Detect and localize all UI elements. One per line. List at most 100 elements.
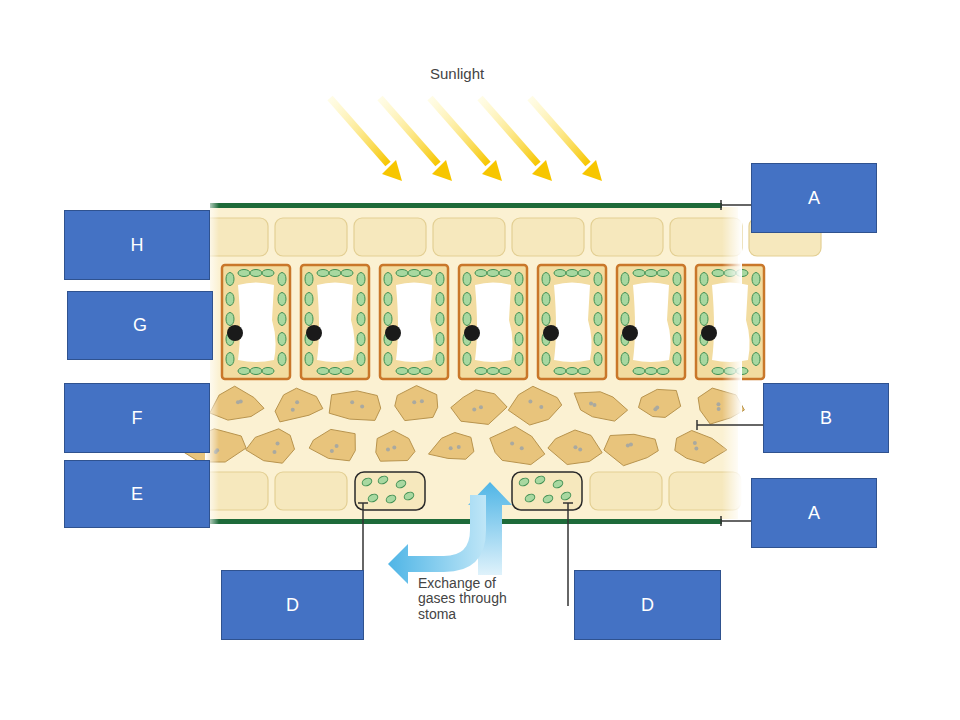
leader-lines xyxy=(358,200,763,606)
chloroplast xyxy=(673,313,681,326)
chloroplast xyxy=(238,270,250,277)
chloroplast xyxy=(396,368,408,375)
chloroplast xyxy=(673,353,681,366)
spongy-cell xyxy=(639,389,681,417)
guard-cell xyxy=(512,472,582,510)
callout-letter: A xyxy=(808,503,820,524)
cell-dot xyxy=(573,445,577,449)
chloroplast xyxy=(752,353,760,366)
cell-dot xyxy=(510,442,514,446)
cell-dot xyxy=(412,400,416,404)
epidermis-cell xyxy=(354,218,426,256)
sun-ray xyxy=(530,98,602,181)
palisade-cell xyxy=(222,265,290,379)
gas-out-arrow xyxy=(388,495,486,584)
chloroplast xyxy=(408,368,420,375)
sun-ray-head xyxy=(532,160,552,181)
chloroplast xyxy=(673,273,681,286)
vacuole xyxy=(396,283,434,363)
chloroplast xyxy=(361,477,373,488)
cell-dot xyxy=(272,450,276,454)
chloroplast xyxy=(542,494,554,505)
chloroplast xyxy=(463,273,471,286)
chloroplast xyxy=(305,353,313,366)
cell-dot xyxy=(472,408,476,412)
chloroplast xyxy=(499,368,511,375)
chloroplast xyxy=(317,270,329,277)
chloroplast xyxy=(552,479,564,490)
chloroplast xyxy=(645,270,657,277)
cell-dot xyxy=(276,442,280,446)
chloroplast xyxy=(657,270,669,277)
chloroplast xyxy=(384,353,392,366)
label-box: F xyxy=(64,383,210,453)
callout-letter: A xyxy=(808,188,820,209)
chloroplast xyxy=(278,313,286,326)
chloroplast xyxy=(341,368,353,375)
chloroplast xyxy=(487,368,499,375)
chloroplast xyxy=(226,293,234,306)
chloroplast xyxy=(317,368,329,375)
chloroplast xyxy=(262,368,274,375)
chloroplast xyxy=(752,273,760,286)
vacuole xyxy=(554,283,592,363)
chloroplast xyxy=(752,293,760,306)
callout-letter: G xyxy=(133,315,147,336)
chloroplast xyxy=(357,293,365,306)
chloroplast xyxy=(673,293,681,306)
chloroplast xyxy=(487,270,499,277)
epidermis-cell xyxy=(512,218,584,256)
label-box: D xyxy=(221,570,364,640)
chloroplast xyxy=(475,270,487,277)
chloroplast xyxy=(278,293,286,306)
chloroplast xyxy=(367,493,379,504)
chloroplast xyxy=(238,368,250,375)
cell-dot xyxy=(694,447,698,451)
epidermis-cell xyxy=(275,472,347,510)
chloroplast xyxy=(633,368,645,375)
epidermis-cell xyxy=(275,218,347,256)
chloroplast xyxy=(384,313,392,326)
sunlight-arrows xyxy=(330,98,602,181)
chloroplast xyxy=(305,273,313,286)
label-box: G xyxy=(67,291,213,360)
spongy-cell xyxy=(395,386,438,421)
chloroplast xyxy=(278,273,286,286)
chloroplast xyxy=(560,491,572,502)
chloroplast xyxy=(518,477,530,488)
sunlight-label: Sunlight xyxy=(430,66,530,83)
chloroplast xyxy=(463,353,471,366)
palisade-cell xyxy=(301,265,369,379)
chloroplast xyxy=(594,313,602,326)
chloroplast xyxy=(633,270,645,277)
chloroplast xyxy=(700,313,708,326)
cell-dot xyxy=(335,444,339,448)
chloroplast xyxy=(542,353,550,366)
chloroplast xyxy=(524,493,536,504)
cell-dot xyxy=(330,449,334,453)
chloroplast xyxy=(515,353,523,366)
chloroplast xyxy=(436,293,444,306)
chloroplast xyxy=(385,494,397,505)
chloroplast xyxy=(226,353,234,366)
label-box: A xyxy=(751,478,877,548)
chloroplast xyxy=(578,270,590,277)
chloroplast xyxy=(499,270,511,277)
cell-dot xyxy=(386,447,390,451)
cell-dot xyxy=(295,400,299,404)
sun-ray-head xyxy=(582,160,602,181)
sun-ray xyxy=(530,98,588,164)
cell-dot xyxy=(716,402,720,406)
chloroplast xyxy=(278,333,286,346)
chloroplast xyxy=(621,313,629,326)
chloroplast xyxy=(657,368,669,375)
vacuole xyxy=(633,283,671,363)
chloroplast xyxy=(436,333,444,346)
cell-dot xyxy=(360,405,364,409)
nucleus xyxy=(622,325,638,341)
chloroplast xyxy=(463,313,471,326)
cell-dot xyxy=(420,399,424,403)
chloroplast xyxy=(250,368,262,375)
chloroplast xyxy=(329,368,341,375)
epidermis-cell xyxy=(433,218,505,256)
